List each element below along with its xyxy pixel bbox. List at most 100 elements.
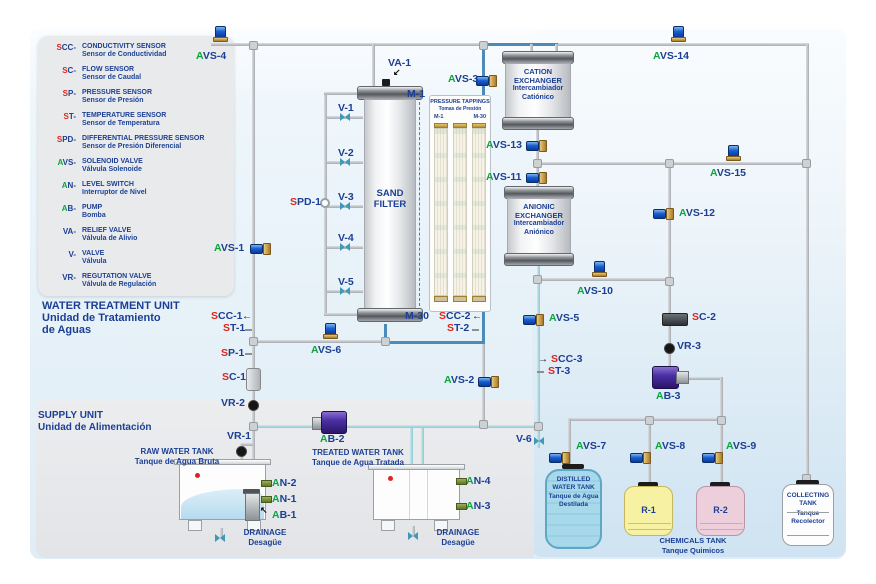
solenoid-valve-avs1[interactable] (248, 243, 271, 255)
pipe-vr1-branch (241, 443, 253, 446)
solenoid-valve-avs5[interactable] (523, 314, 546, 326)
pipe-fitting (802, 159, 811, 168)
manual-valve-v1[interactable] (340, 113, 350, 121)
pipe-avs6-line (253, 340, 386, 343)
differential-pressure-sensor-spd1[interactable] (320, 198, 330, 208)
pipe-fitting (381, 337, 390, 346)
label-ab-2: AB-2 (320, 433, 345, 445)
pipe-filter-top (372, 44, 375, 88)
label-ab-3: AB-3 (656, 390, 681, 402)
r1-stripe (628, 523, 671, 524)
regulation-valve-vr1[interactable] (236, 446, 247, 457)
manual-valve-v2[interactable] (340, 158, 350, 166)
distilled-water-tank: DISTILLED WATER TANK Tanque de Agua Dest… (545, 469, 602, 549)
label-sp-1: SP-1 (221, 347, 245, 359)
treated-tank-divider (427, 470, 428, 519)
label-an-3: AN-3 (466, 500, 491, 512)
pump-ab1[interactable] (245, 493, 260, 521)
label-avs-13: AVS-13 (486, 139, 522, 151)
solenoid-valve-avs3[interactable] (476, 75, 499, 87)
pipe-fitting (665, 159, 674, 168)
r2-tank: R-2 (696, 486, 745, 536)
solenoid-valve-avs13[interactable] (526, 140, 549, 152)
valve-coil-icon (526, 141, 539, 151)
r2-tank-label: R-2 (713, 505, 728, 515)
pipe-fitting (717, 416, 726, 425)
raw-drain-valve[interactable] (215, 534, 225, 542)
treated-tank-indicator (388, 476, 393, 481)
valve-base-icon (212, 37, 228, 42)
label-avs-7: AVS-7 (576, 440, 607, 452)
label-v-6: V-6 (516, 433, 532, 445)
solenoid-valve-avs7[interactable] (549, 452, 572, 464)
pipe-treated-teal (253, 425, 539, 428)
regulation-valve-vr2[interactable] (248, 400, 259, 411)
valve-base-icon (536, 314, 544, 326)
solenoid-valve-avs4[interactable] (212, 26, 228, 44)
valve-base-icon (725, 156, 741, 161)
tappings-m30-label: M-30 (473, 114, 486, 120)
manometer-base (453, 296, 467, 302)
flow-arrow-scc2: ← (472, 311, 482, 322)
manometer-tubes (434, 128, 448, 296)
pipe-ab3-outlet (686, 377, 723, 380)
distilled-tank-cap (562, 464, 584, 469)
solenoid-valve-avs11[interactable] (526, 172, 549, 184)
treated-water-tank (373, 469, 460, 520)
label-avs-15: AVS-15 (710, 167, 746, 179)
pipe-ab3-down (720, 377, 723, 420)
valve-base-icon (670, 37, 686, 42)
level-switch-an1[interactable] (261, 496, 272, 503)
manual-valve-v4[interactable] (340, 243, 350, 251)
label-spd-1: SPD-1 (290, 196, 321, 208)
label-avs-10: AVS-10 (577, 285, 613, 297)
level-switch-an3[interactable] (456, 503, 467, 510)
pipe-filter-bottom-blue (385, 341, 484, 344)
valve-base-icon (491, 376, 499, 388)
solenoid-valve-avs15[interactable] (725, 145, 741, 163)
pipe-fitting (249, 337, 258, 346)
pump-ab3[interactable] (652, 366, 679, 389)
relief-valve-va1[interactable] (382, 79, 390, 86)
solenoid-valve-avs2[interactable] (476, 376, 499, 388)
pipe-main-riser (252, 44, 255, 491)
section-title-supply-unit: SUPPLY UNIT Unidad de Alimentación (38, 410, 152, 433)
valve-base-icon (562, 452, 570, 464)
level-switch-an2[interactable] (261, 480, 272, 487)
solenoid-valve-avs6[interactable] (322, 323, 338, 341)
section-title-water-treatment: WATER TREATMENT UNIT Unidad de Tratamien… (42, 300, 180, 336)
flow-sensor-sc1[interactable] (246, 368, 261, 391)
label-an-4: AN-4 (466, 475, 491, 487)
pipe-anionic-outlet (537, 266, 540, 448)
r1-tank-label: R-1 (641, 505, 656, 515)
label-avs-9: AVS-9 (726, 440, 757, 452)
pump-ab2[interactable] (321, 411, 347, 434)
solenoid-valve-avs9[interactable] (702, 452, 725, 464)
manometer-cap (472, 123, 486, 128)
regulation-valve-vr3[interactable] (664, 343, 675, 354)
treated-drain-valve[interactable] (408, 532, 418, 540)
r2-tank-cap (710, 482, 730, 487)
distilled-tank-label-es: Tanque de Agua Destilada (548, 493, 599, 508)
solenoid-valve-avs12[interactable] (653, 208, 676, 220)
label-avs-8: AVS-8 (655, 440, 686, 452)
flow-sensor-sc2[interactable] (662, 313, 688, 326)
solenoid-valve-avs8[interactable] (630, 452, 653, 464)
manometer-tubes (472, 128, 486, 296)
va1-pointer: ↙ (393, 67, 401, 77)
manual-valve-v6[interactable] (534, 437, 544, 445)
pipe-fitting (479, 41, 488, 50)
manual-valve-v3[interactable] (340, 202, 350, 210)
solenoid-valve-avs14[interactable] (670, 26, 686, 44)
valve-base-icon (322, 334, 338, 339)
manual-valve-v5[interactable] (340, 287, 350, 295)
level-switch-an4[interactable] (456, 478, 467, 485)
solenoid-valve-avs10[interactable] (591, 261, 607, 279)
anionic-exchanger-bottom-cap (504, 253, 574, 266)
ab1-pointer: ↖ (260, 505, 268, 515)
